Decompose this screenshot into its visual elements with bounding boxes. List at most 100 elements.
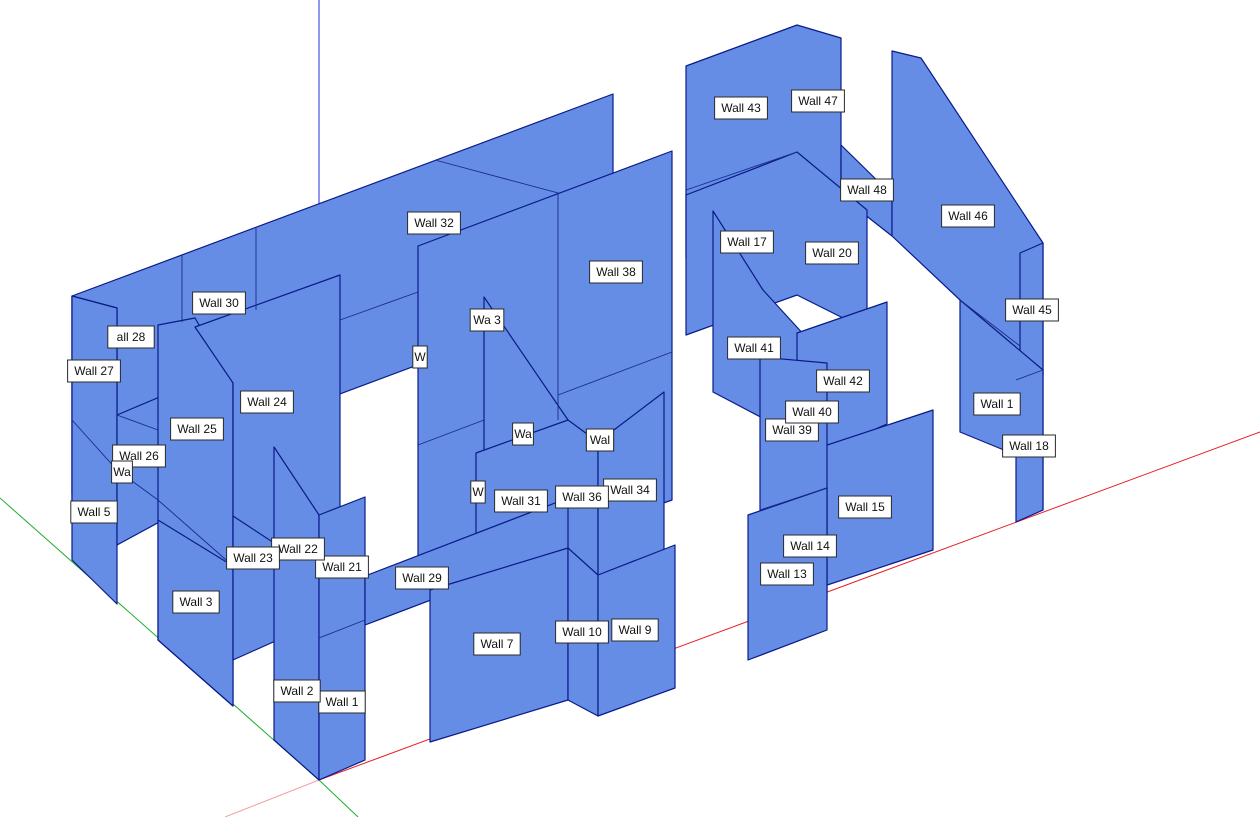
wall-tag-label: Wa bbox=[113, 465, 131, 479]
wall-tag[interactable]: W bbox=[412, 345, 428, 369]
wall-tag-label: W bbox=[472, 485, 484, 499]
wall-tag[interactable]: Wall 34 bbox=[603, 478, 657, 502]
wall-tag[interactable]: Wal bbox=[585, 428, 615, 452]
wall-tag-box bbox=[783, 534, 837, 558]
green-axis-negative bbox=[318, 779, 359, 817]
wall-tag[interactable]: Wall 47 bbox=[791, 89, 845, 113]
wall-tag-label: Wall 41 bbox=[734, 341, 774, 355]
wall-tag[interactable]: Wall 30 bbox=[192, 291, 246, 315]
wall-tag[interactable]: Wall 38 bbox=[589, 260, 643, 284]
wall-tag-label: Wall 46 bbox=[948, 209, 988, 223]
wall-tag-box bbox=[226, 546, 280, 570]
wall-tag[interactable]: Wall 13 bbox=[760, 562, 814, 586]
wall-tag-box bbox=[840, 178, 894, 202]
wall-tag-label: Wall 48 bbox=[847, 183, 887, 197]
wall-tag-box bbox=[470, 480, 486, 504]
wall-tag[interactable]: Wa bbox=[512, 422, 534, 446]
wall-tag-box bbox=[555, 620, 609, 644]
wall-tag[interactable]: W bbox=[470, 480, 486, 504]
wall-tag[interactable]: Wall 23 bbox=[226, 546, 280, 570]
wall-tag[interactable]: Wa bbox=[111, 460, 133, 484]
wall-21-face[interactable] bbox=[318, 496, 366, 781]
wall-tag-label: Wall 39 bbox=[772, 423, 812, 437]
wall-tag-box bbox=[494, 489, 548, 513]
wall-tag-box bbox=[816, 369, 870, 393]
wall-tag[interactable]: Wall 27 bbox=[67, 359, 121, 383]
wall-tag-label: Wall 9 bbox=[619, 623, 652, 637]
wall-tag[interactable]: Wall 2 bbox=[273, 679, 321, 703]
wall-tag[interactable]: all 28 bbox=[107, 325, 155, 349]
wall-tag-box bbox=[67, 359, 121, 383]
wall-tag[interactable]: Wall 46 bbox=[941, 204, 995, 228]
wall-tag[interactable]: Wall 17 bbox=[720, 230, 774, 254]
wall-tag[interactable]: Wall 29 bbox=[395, 566, 449, 590]
wall-tag-label: Wall 18 bbox=[1009, 439, 1049, 453]
wall-tag-label: Wall 43 bbox=[721, 101, 761, 115]
wall-tag-box bbox=[714, 96, 768, 120]
wall-tag-box bbox=[1002, 434, 1056, 458]
wall-tag-box bbox=[838, 495, 892, 519]
wall-tag-box bbox=[555, 485, 609, 509]
wall-tag[interactable]: Wall 5 bbox=[70, 500, 118, 524]
wall-tag-label: Wall 10 bbox=[562, 625, 602, 639]
wall-tag-box bbox=[785, 400, 839, 424]
wall-tag-label: Wall 38 bbox=[596, 265, 636, 279]
wall-tag-label: Wall 31 bbox=[501, 494, 541, 508]
wall-tag-box bbox=[973, 392, 1021, 416]
wall-tag[interactable]: Wall 40 bbox=[785, 400, 839, 424]
wall-tag[interactable]: Wall 48 bbox=[840, 178, 894, 202]
wall-tag-box bbox=[412, 345, 428, 369]
wall-tag-box bbox=[172, 590, 220, 614]
wall-tag-label: Wall 45 bbox=[1012, 303, 1052, 317]
wall-tag-box bbox=[315, 555, 369, 579]
wall-tag[interactable]: Wa 3 bbox=[469, 308, 505, 332]
wall-tag[interactable]: Wall 39 bbox=[765, 418, 819, 442]
wall-tag-label: Wall 3 bbox=[180, 595, 213, 609]
wall-tag[interactable]: Wall 1 bbox=[318, 690, 366, 714]
wall-tag-label: Wall 5 bbox=[78, 505, 111, 519]
wall-tag-label: Wall 1 bbox=[326, 695, 359, 709]
wall-tag[interactable]: Wall 32 bbox=[407, 211, 461, 235]
wall-tag-box bbox=[585, 428, 615, 452]
wall-tag[interactable]: Wall 45 bbox=[1005, 298, 1059, 322]
wall-tag-box bbox=[473, 632, 521, 656]
wall-tag[interactable]: Wall 1 bbox=[973, 392, 1021, 416]
wall-tag[interactable]: Wall 21 bbox=[315, 555, 369, 579]
wall-tag-label: Wall 32 bbox=[414, 216, 454, 230]
wall-tag-label: Wa 3 bbox=[473, 313, 501, 327]
wall-tag-label: all 28 bbox=[117, 330, 146, 344]
wall-tag[interactable]: Wall 31 bbox=[494, 489, 548, 513]
wall-tag[interactable]: Wall 42 bbox=[816, 369, 870, 393]
wall-tag[interactable]: Wall 14 bbox=[783, 534, 837, 558]
wall-tag-label: Wal bbox=[590, 433, 610, 447]
wall-tag[interactable]: Wall 18 bbox=[1002, 434, 1056, 458]
wall-tag[interactable]: Wall 36 bbox=[555, 485, 609, 509]
wall-tag[interactable]: Wall 24 bbox=[240, 390, 294, 414]
wall-tag-box bbox=[1005, 298, 1059, 322]
wall-tag-box bbox=[240, 390, 294, 414]
walls-group bbox=[71, 24, 1044, 781]
wall-tag-label: Wall 25 bbox=[177, 422, 217, 436]
wall-tag-label: Wall 2 bbox=[281, 684, 314, 698]
wall-tag[interactable]: Wall 7 bbox=[473, 632, 521, 656]
wall-tag[interactable]: Wall 43 bbox=[714, 96, 768, 120]
wall-tag-box bbox=[395, 566, 449, 590]
wall-tag-label: Wall 22 bbox=[278, 542, 318, 556]
wall-tag[interactable]: Wall 9 bbox=[611, 618, 659, 642]
wall-tag-box bbox=[407, 211, 461, 235]
wall-tag-label: Wall 23 bbox=[233, 551, 273, 565]
wall-tag[interactable]: Wall 41 bbox=[727, 336, 781, 360]
wall-tag[interactable]: Wall 20 bbox=[805, 241, 859, 265]
wall-tag-label: Wall 13 bbox=[767, 567, 807, 581]
wall-tag-label: Wall 1 bbox=[981, 397, 1014, 411]
wall-tag[interactable]: Wall 25 bbox=[170, 417, 224, 441]
wall-tag[interactable]: Wall 15 bbox=[838, 495, 892, 519]
wall-tag-label: Wall 29 bbox=[402, 571, 442, 585]
wall-tag-label: Wall 47 bbox=[798, 94, 838, 108]
wall-tag-box bbox=[111, 460, 133, 484]
wall-tag[interactable]: Wall 3 bbox=[172, 590, 220, 614]
wall-tag-label: W bbox=[414, 350, 426, 364]
wall-tag[interactable]: Wall 10 bbox=[555, 620, 609, 644]
